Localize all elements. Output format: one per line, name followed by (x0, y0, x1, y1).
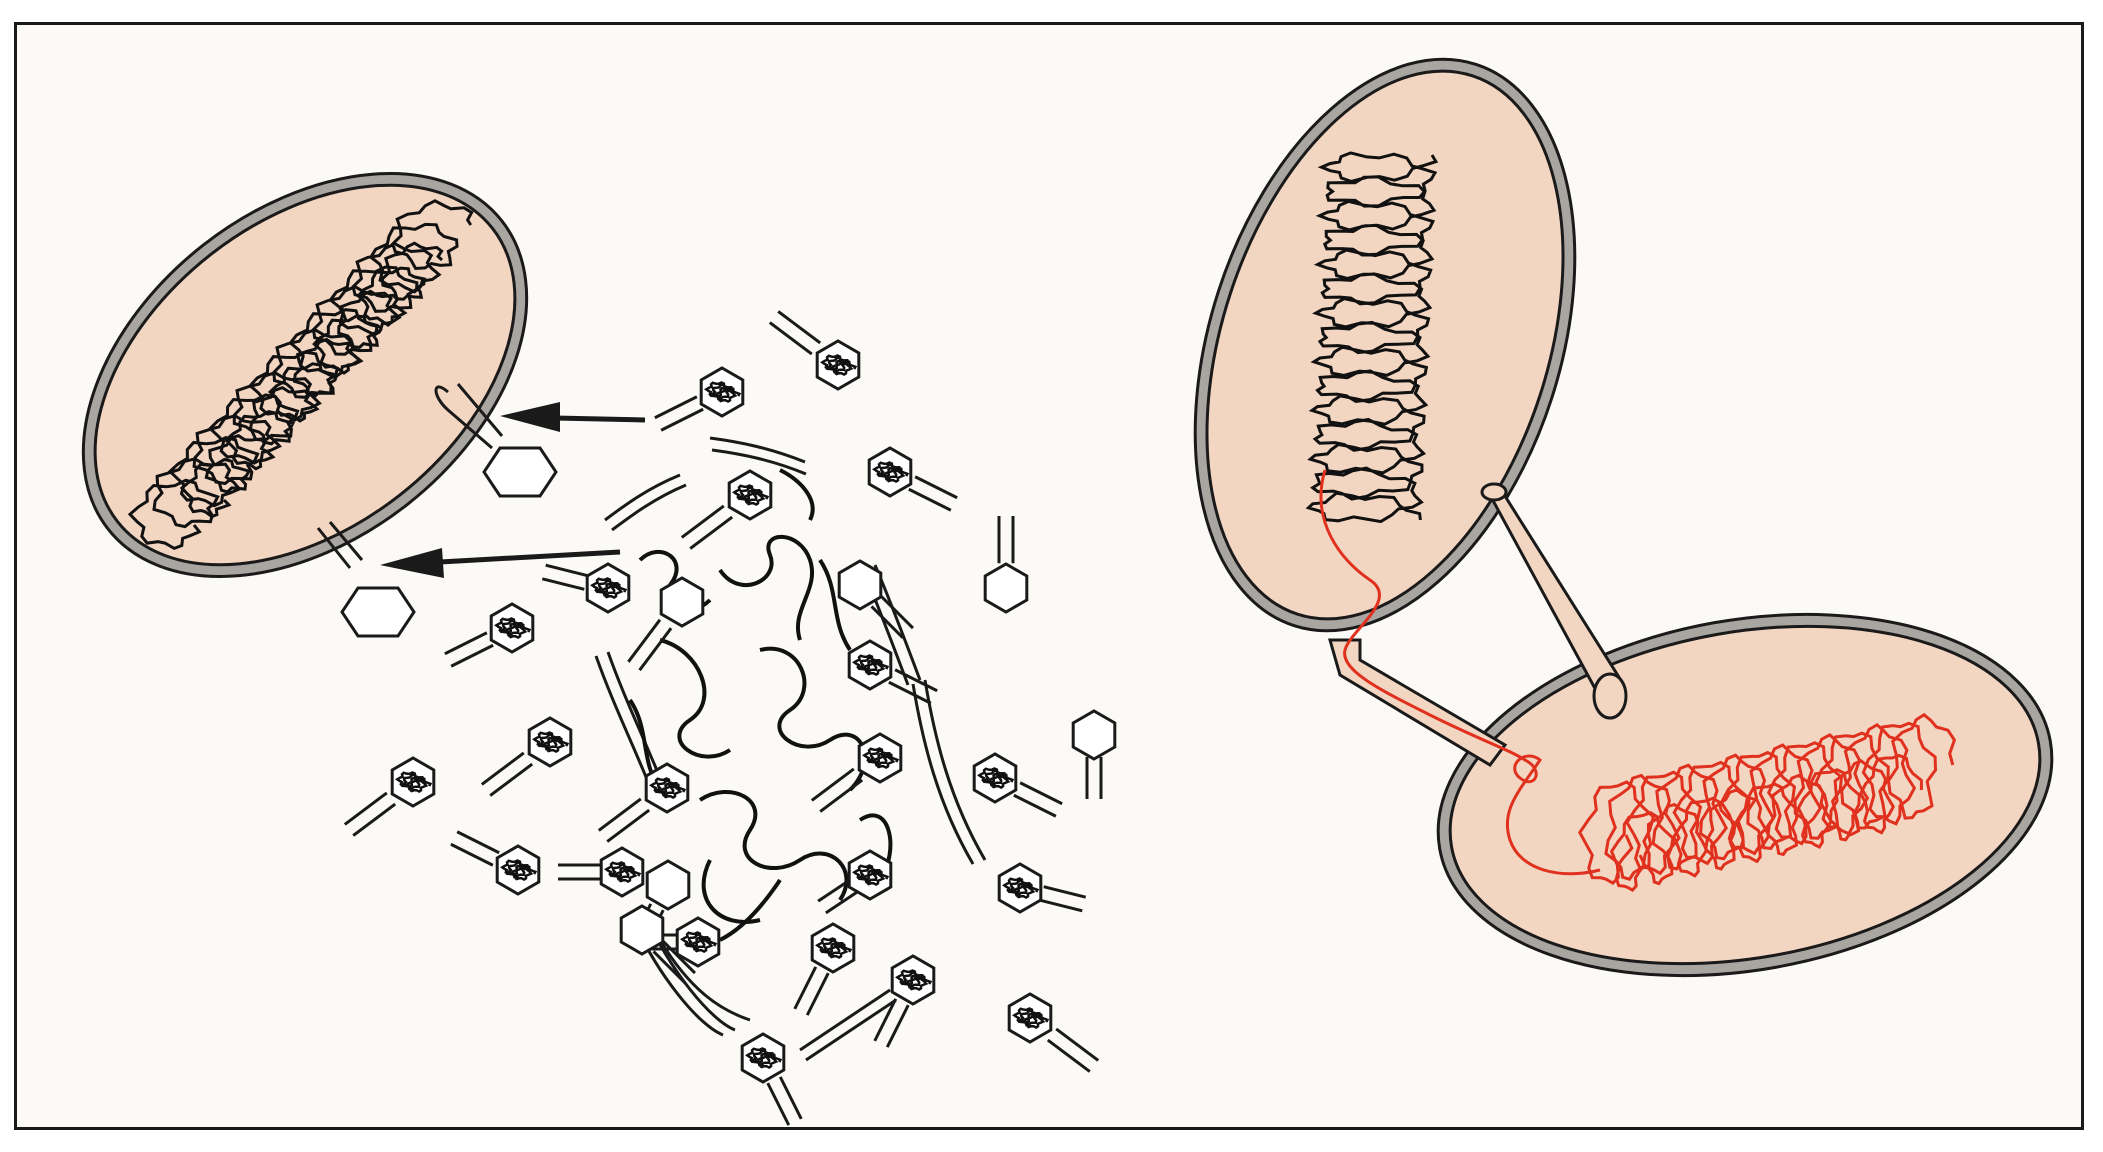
infection-arrow (380, 548, 621, 578)
free-phage (1071, 709, 1117, 799)
free-phage (983, 516, 1029, 614)
bacterial-chromosome (127, 199, 474, 551)
free-phage (837, 559, 915, 640)
conjugation-bridge (1328, 638, 1508, 767)
free-phage (873, 954, 936, 1048)
conjugation-bridge (1480, 482, 1628, 720)
free-phage (444, 602, 535, 668)
free-phage (847, 639, 938, 705)
free-phage (558, 846, 645, 898)
donor-chromosome (1305, 151, 1439, 524)
free-phage (810, 732, 903, 813)
infected-cell (81, 172, 529, 578)
free-phage (541, 562, 631, 614)
infection-arrow (500, 402, 646, 432)
attacking-phage (434, 383, 558, 498)
free-phage (867, 446, 958, 512)
free-phage (627, 576, 705, 672)
free-phage (817, 849, 893, 915)
free-phage (480, 716, 573, 797)
free-phage (793, 922, 856, 1016)
free-phage-group (343, 310, 1117, 1126)
free-phage (1007, 992, 1100, 1073)
free-phage (740, 1032, 803, 1126)
free-phage (619, 904, 697, 985)
free-phage (597, 762, 690, 843)
transferred-dna-strand (1319, 469, 1601, 876)
free-phage (654, 366, 745, 432)
attacking-phage (316, 521, 416, 638)
free-phage (768, 310, 861, 391)
transferred-chromosome (1578, 712, 1957, 892)
free-phage (450, 830, 541, 896)
free-phage (997, 862, 1087, 914)
free-phage (343, 756, 436, 837)
free-phage (972, 752, 1063, 818)
free-phage (680, 469, 773, 550)
